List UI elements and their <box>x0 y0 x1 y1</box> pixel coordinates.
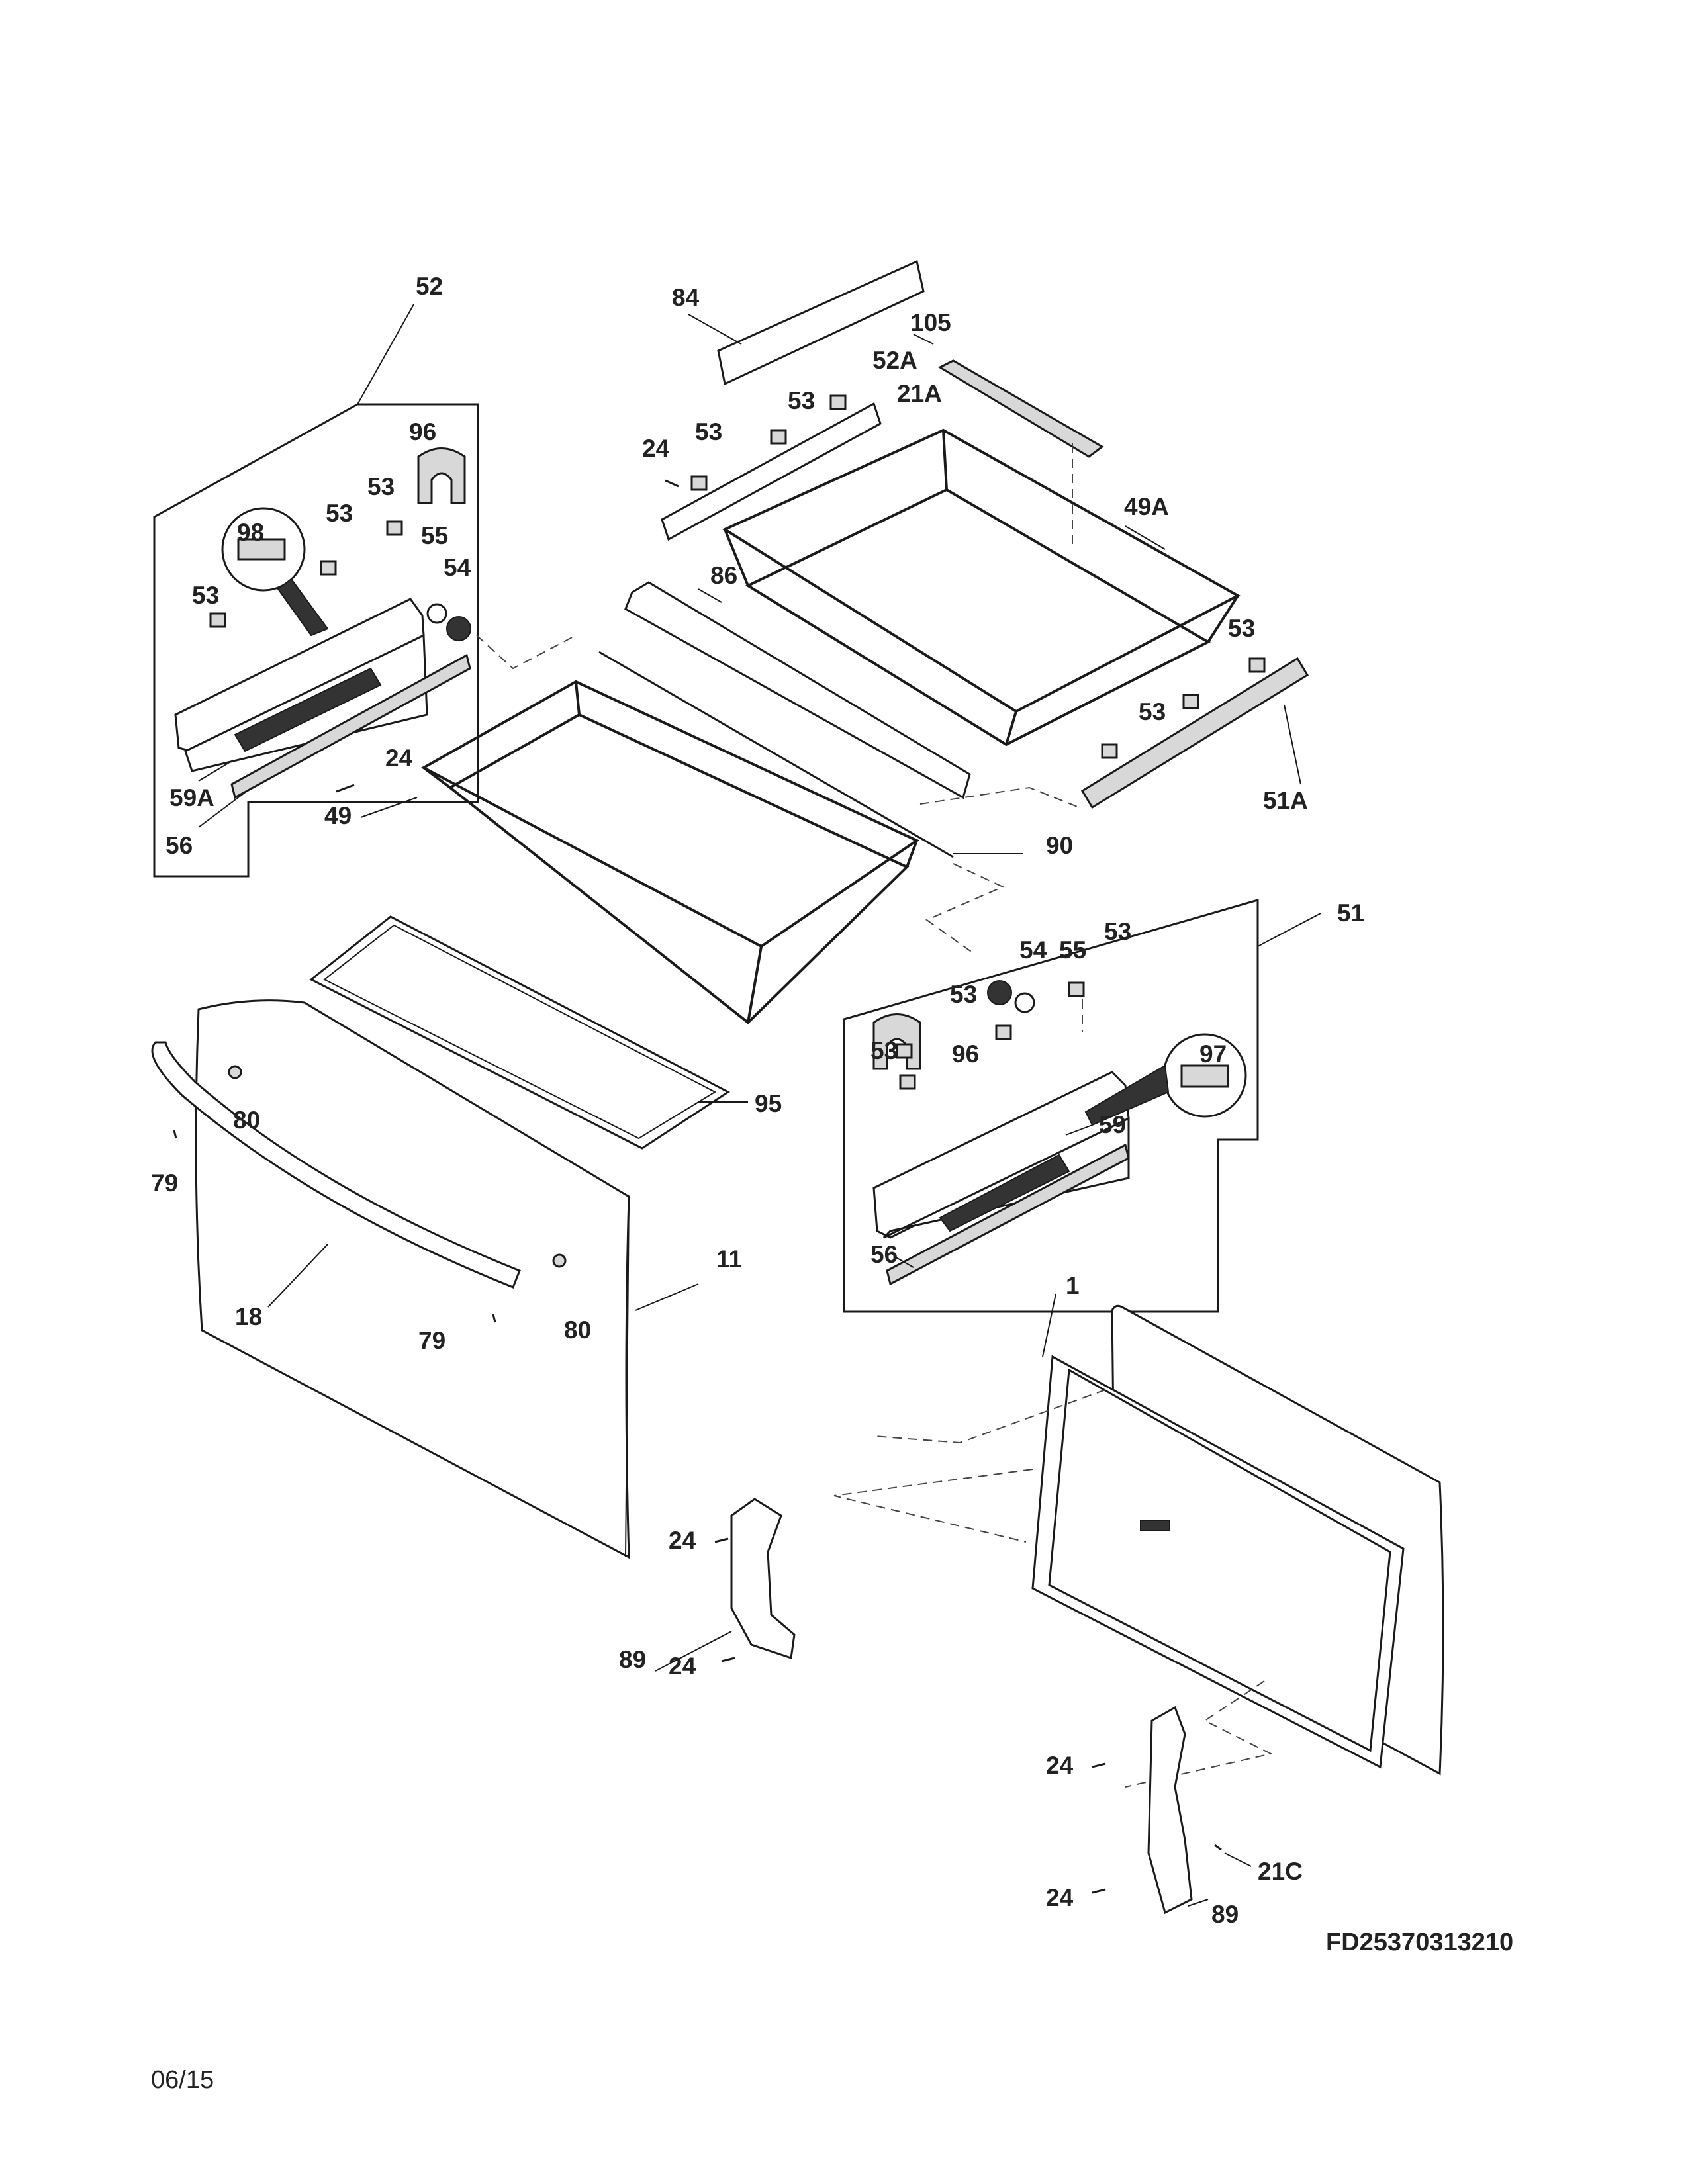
callout-53-right-e: 53 <box>870 1037 898 1064</box>
callout-49a: 49A <box>1124 493 1169 520</box>
callout-80-right: 80 <box>564 1316 591 1343</box>
callout-96-right: 96 <box>952 1040 979 1068</box>
callout-79-left: 79 <box>151 1169 178 1197</box>
callout-53-top-a: 53 <box>788 387 815 414</box>
upper-basket-assembly <box>476 259 1309 809</box>
hinge-bracket-left <box>655 1498 796 1672</box>
callout-1: 1 <box>1066 1272 1080 1299</box>
callout-52a: 52A <box>872 347 917 374</box>
callout-51: 51 <box>1337 899 1364 927</box>
revision-date: 06/15 <box>151 2066 214 2094</box>
callout-49: 49 <box>324 802 352 829</box>
callout-53-right-c: 53 <box>1104 918 1131 945</box>
glass-shelf <box>309 915 748 1150</box>
callout-51a: 51A <box>1263 787 1308 814</box>
callout-53-left-c: 53 <box>367 473 395 500</box>
callout-54-right: 54 <box>1019 936 1047 964</box>
diagram-code: FD25370313210 <box>1326 1929 1513 1956</box>
callout-56-right: 56 <box>870 1241 898 1268</box>
callout-21c: 21C <box>1258 1858 1303 1885</box>
callout-89-left: 89 <box>619 1646 646 1673</box>
callout-95: 95 <box>755 1090 782 1117</box>
callout-90: 90 <box>1046 832 1073 859</box>
callout-53-top-b: 53 <box>695 418 722 445</box>
callout-55-left: 55 <box>421 522 448 549</box>
callout-53-right-d: 53 <box>950 981 977 1008</box>
callout-18: 18 <box>235 1303 262 1330</box>
callout-79-right: 79 <box>418 1327 445 1354</box>
callout-21a: 21A <box>897 380 942 407</box>
callout-97: 97 <box>1199 1040 1227 1068</box>
callout-labels: 52 96 98 53 53 53 55 54 59A 56 24 49 84 … <box>151 273 1364 1928</box>
callout-59a: 59A <box>169 784 214 811</box>
callout-24-left: 24 <box>385 745 413 772</box>
drawer-front-panel <box>151 999 699 1559</box>
callout-54-left: 54 <box>444 554 471 581</box>
callout-56-left: 56 <box>165 832 193 859</box>
lower-wire-basket <box>420 651 1023 1024</box>
callout-24-mid-a: 24 <box>669 1527 696 1554</box>
callout-11: 11 <box>716 1246 742 1273</box>
callout-52: 52 <box>416 273 443 300</box>
callout-80-left: 80 <box>233 1107 260 1134</box>
inset-left-slide-assembly <box>153 304 479 878</box>
callout-24-mid-b: 24 <box>669 1653 696 1680</box>
callout-53-left-a: 53 <box>192 582 219 609</box>
upper-wire-basket <box>722 428 1241 747</box>
callout-89-right: 89 <box>1211 1901 1239 1928</box>
callout-24-right-a: 24 <box>1046 1752 1074 1779</box>
callout-105: 105 <box>910 309 951 336</box>
callout-53-left-b: 53 <box>326 500 353 527</box>
callout-24-top: 24 <box>642 435 670 462</box>
callout-98: 98 <box>237 519 264 546</box>
door-liner-and-gasket <box>833 1293 1444 1788</box>
hinge-bracket-right <box>1092 1706 1252 1915</box>
callout-53-right-a: 53 <box>1228 615 1255 642</box>
callout-59: 59 <box>1099 1111 1126 1138</box>
callout-96-left: 96 <box>409 418 436 445</box>
inset-right-slide-assembly <box>843 899 1321 1313</box>
callout-84: 84 <box>672 284 700 311</box>
callout-24-right-b: 24 <box>1046 1884 1074 1911</box>
callout-55-right: 55 <box>1059 936 1086 964</box>
callout-53-right-b: 53 <box>1139 698 1166 725</box>
callout-86: 86 <box>710 562 737 589</box>
